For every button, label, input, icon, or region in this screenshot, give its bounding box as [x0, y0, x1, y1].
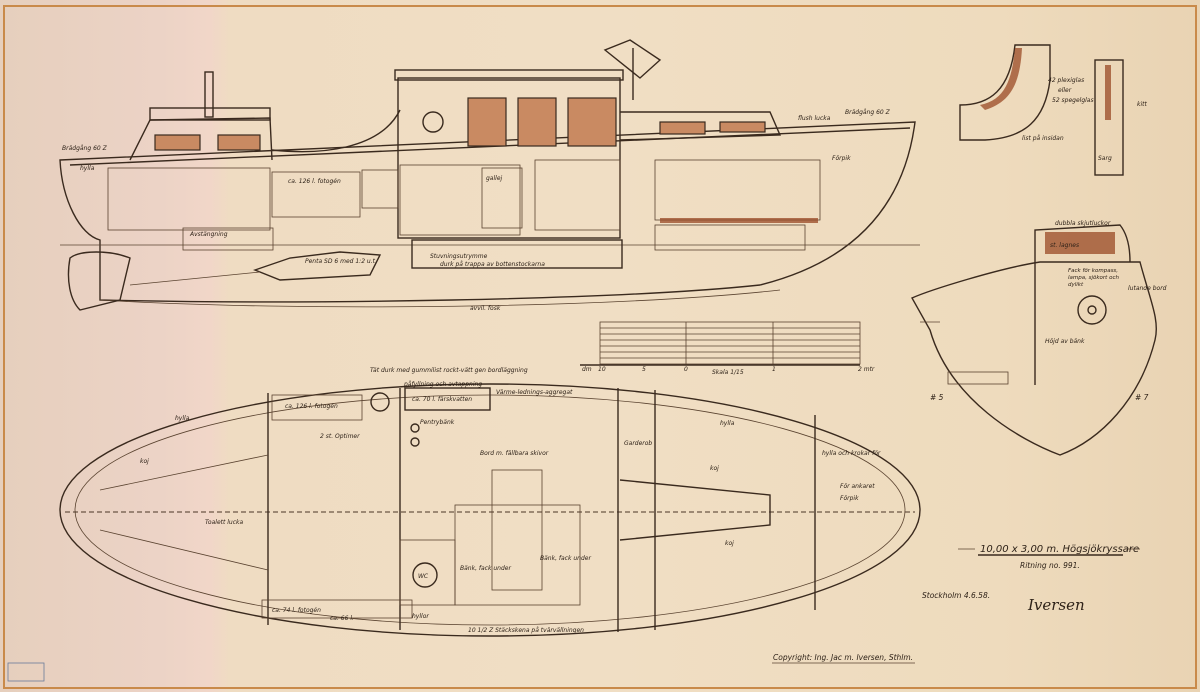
scale-label: Skala 1/15	[712, 369, 744, 376]
label-storage-note: durk på trappa av bottenstockarna	[440, 261, 545, 268]
label-bench-height: Höjd av bänk	[1045, 338, 1085, 345]
sheet-border	[3, 5, 1197, 689]
label-plan-forpik: Förpik	[840, 495, 859, 502]
label-water-tank: ca. 70 l. färskvatten	[412, 396, 472, 403]
label-bilge: Avstängning	[189, 231, 228, 238]
label-fuel-small: ca. 74 l. fotogén	[272, 607, 321, 614]
label-locker: Fack för kompass, lampa, sjökort och dyl…	[1068, 268, 1119, 288]
label-shelf: hylla	[80, 165, 95, 172]
label-flush-hatch: flush lucka	[798, 115, 831, 122]
label-strip: list på insidan	[1022, 135, 1064, 142]
label-berth-fwd: koj	[725, 540, 734, 547]
label-gunwale-fwd: Brädgång 60 Z	[845, 109, 891, 116]
scale-bar: dm 10 5 0 1 2 mtr Skala 1/15	[580, 321, 875, 376]
drawing-number: Ritning no. 991.	[1020, 561, 1080, 570]
label-sliding-hatches: dubbla skjutluckor	[1055, 220, 1111, 227]
label-galley: gallej	[486, 175, 503, 182]
label-plan-kerosene: ca. 126 l. fotogén	[285, 403, 338, 410]
drawing-title: 10,00 x 3,00 m. Högsjökryssare	[980, 544, 1139, 555]
scale-tick: 10	[598, 366, 606, 373]
label-engine: Penta SD 6 med 1:2 u.t.	[305, 258, 377, 265]
label-storage: Stuvningsutrymme	[430, 253, 488, 260]
label-mirror: 52 spegelglas	[1052, 97, 1094, 104]
label-fill-drain: påfyllning och avtappning	[403, 381, 482, 388]
label-shelves: hyllor	[412, 613, 429, 620]
label-frame-5: # 5	[930, 393, 944, 402]
label-or: eller	[1058, 87, 1072, 94]
scale-tick: 2 mtr	[858, 366, 875, 373]
title-block: 10,00 x 3,00 m. Högsjökryssare Ritning n…	[772, 544, 1140, 664]
label-stoves: 2 st. Optimer	[320, 433, 360, 440]
scale-unit: dm	[582, 366, 592, 373]
label-heater: Värme-lednings-aggregat	[496, 389, 573, 396]
side-profile-view: Brädgång 60 Z Brädgång 60 Z flush lucka …	[59, 39, 920, 312]
label-wardrobe: Garderob	[624, 440, 652, 447]
label-frame-7: # 7	[1135, 393, 1149, 402]
cross-section-view: dubbla skjutluckor st. lagnes Fack för k…	[911, 220, 1167, 456]
scale-tick: 1	[772, 366, 776, 373]
label-shelf-fwd: hylla och krokar för	[822, 450, 881, 457]
label-bench: Bänk, fack under	[460, 565, 511, 572]
scale-tick: 0	[684, 366, 688, 373]
label-rail: 10 1/2 Z Stäckskena på tvärvällningen	[468, 627, 584, 634]
label-section-table: lutande bord	[1128, 285, 1167, 292]
label-fore-peak: Förpik	[832, 155, 851, 162]
label-frame: Sarg	[1098, 155, 1112, 162]
label-putty: kitt	[1137, 101, 1147, 108]
label-bench: Bänk, fack under	[540, 555, 591, 562]
label-berth-fwd: koj	[710, 465, 719, 472]
label-section-window: st. lagnes	[1050, 242, 1079, 249]
label-keel: avvil. fosk	[470, 305, 501, 312]
label-pantry: Pentrybänk	[420, 419, 455, 426]
copyright: Copyright: Ing. Jac m. Iversen, Sthlm.	[773, 653, 913, 662]
window-detail: 42 plexiglas eller 52 spegelglas list på…	[959, 44, 1147, 176]
label-table: Bord m. fällbara skivor	[480, 450, 549, 457]
label-gunwale-aft: Brädgång 60 Z	[62, 145, 108, 152]
signature: Iversen	[1027, 596, 1085, 614]
label-hatch: Toalett lucka	[205, 519, 243, 526]
place-date: Stockholm 4.6.58.	[922, 591, 990, 600]
museum-stamp	[7, 662, 45, 682]
label-anchor: För ankaret	[840, 483, 875, 490]
label-fuel-small: ca. 66 l.	[330, 615, 354, 622]
plan-view: Tät durk med gummilist rockt-vätt gen bo…	[59, 367, 921, 637]
label-berth-aft: koj	[140, 458, 149, 465]
scale-tick: 5	[642, 366, 646, 373]
label-shelf-port: hylla	[175, 415, 190, 422]
label-kerosene-tank: ca. 126 l. fotogén	[288, 178, 341, 185]
label-glass: 42 plexiglas	[1048, 77, 1084, 84]
label-wc: WC	[418, 573, 429, 580]
label-floor-note: Tät durk med gummilist rockt-vätt gen bo…	[370, 367, 528, 374]
label-shelf-stbd: hylla	[720, 420, 735, 427]
